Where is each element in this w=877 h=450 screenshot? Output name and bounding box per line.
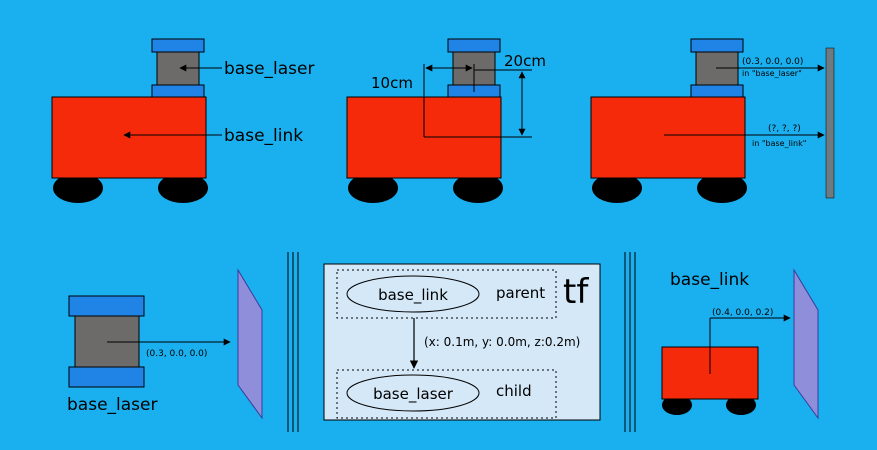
laser-bottom-cap	[690, 84, 744, 98]
panel-top-middle: 10cm 20cm	[346, 38, 546, 203]
link-coords: (0.4, 0.0, 0.2)	[712, 308, 773, 318]
laser-bottom-cap	[151, 84, 205, 98]
laser-bottom-cap	[68, 366, 145, 388]
child-frame-ellipse	[346, 374, 480, 412]
base-laser-label: base_laser	[224, 59, 314, 79]
robot-body	[51, 96, 207, 179]
child-frame-group	[336, 369, 557, 419]
vertical-offset-label: 20cm	[504, 52, 546, 70]
parent-frame-group	[336, 269, 557, 319]
separator-right	[624, 252, 636, 432]
parent-frame-name: base_link	[378, 286, 448, 305]
laser-frame-note: in "base_laser"	[742, 69, 802, 78]
base-link-label: base_link	[670, 270, 749, 290]
tf-box: tf base_link parent (x: 0.1m, y: 0.0m, z…	[323, 263, 601, 421]
wheel-left	[592, 173, 642, 203]
wheel-left	[348, 173, 398, 203]
link-frame-note: in "base_link"	[752, 139, 806, 148]
parent-role-label: parent	[496, 284, 545, 302]
laser-coords: (0.3, 0.0, 0.0)	[146, 349, 207, 359]
panel-bottom-right: base_link (0.4, 0.0, 0.2)	[661, 268, 819, 420]
wheel-right	[453, 173, 503, 203]
base-link-label: base_link	[224, 126, 303, 146]
parent-frame-ellipse	[346, 275, 480, 313]
child-role-label: child	[496, 382, 532, 400]
child-frame-name: base_laser	[373, 385, 454, 404]
wall	[825, 47, 835, 199]
panel-top-right: (0.3, 0.0, 0.0) in "base_laser" (?, ?, ?…	[590, 38, 835, 203]
wall	[237, 268, 263, 420]
wheel-left	[53, 173, 103, 203]
base-laser-label: base_laser	[67, 395, 157, 415]
laser-top-cap	[690, 38, 744, 53]
robot-body	[590, 96, 746, 179]
laser-coords: (0.3, 0.0, 0.0)	[742, 57, 803, 67]
separator-left	[287, 252, 299, 432]
wheel-right	[726, 395, 756, 415]
tf-title: tf	[563, 272, 589, 312]
wall	[793, 268, 819, 420]
transform-values: (x: 0.1m, y: 0.0m, z:0.2m)	[424, 335, 580, 349]
wheel-right	[158, 173, 208, 203]
laser-top-cap	[68, 295, 145, 317]
wheel-right	[697, 173, 747, 203]
wheel-left	[662, 395, 692, 415]
link-coords: (?, ?, ?)	[768, 124, 801, 134]
horizontal-offset-label: 10cm	[371, 74, 413, 92]
panel-top-left: base_laser base_link	[51, 38, 314, 203]
panel-bottom-left: (0.3, 0.0, 0.0) base_laser	[67, 268, 263, 420]
laser-top-cap	[151, 38, 205, 53]
laser-top-cap	[447, 38, 501, 53]
